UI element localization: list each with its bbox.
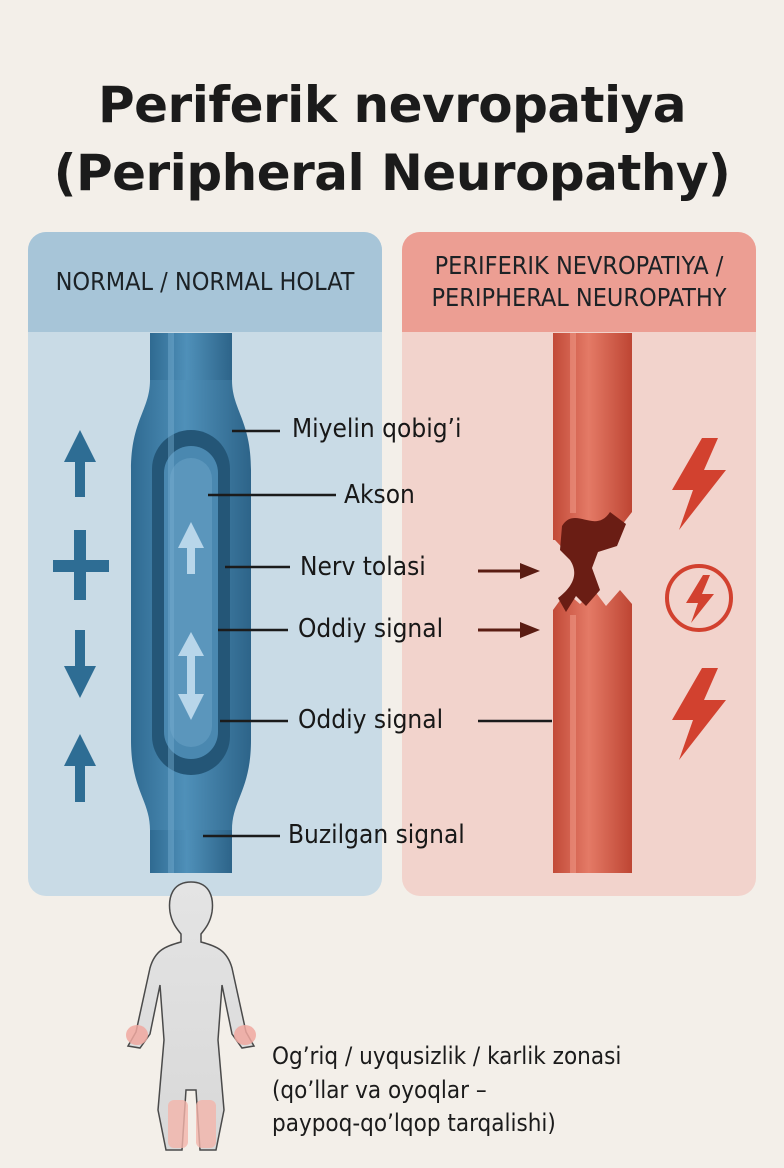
caption-line3: paypoq-qo’lqop tarqalishi) <box>272 1109 556 1138</box>
circled-lightning-icon <box>665 564 733 632</box>
label-normal-signal-2: Oddiy signal <box>298 705 444 735</box>
lightning-icon <box>672 438 726 530</box>
label-disrupted-signal: Buzilgan signal <box>288 820 465 850</box>
label-lines <box>203 429 552 838</box>
pointer-arrow-icon <box>478 563 540 579</box>
label-axon: Akson <box>344 480 415 510</box>
neuropathy-panel-header: PERIFERIK NEVROPATIYA / PERIPHERAL NEURO… <box>402 232 756 332</box>
neuropathy-header-line1: PERIFERIK NEVROPATIYA / <box>434 250 724 280</box>
neuropathy-header-line2: PERIPHERAL NEUROPATHY <box>431 283 727 312</box>
signal-arrow-updown-icon <box>178 632 204 720</box>
caption-line2: (qo’llar va oyoqlar – <box>272 1075 487 1104</box>
cross-arrows-icon <box>53 530 109 600</box>
label-myelin: Miyelin qobig’i <box>292 414 462 444</box>
label-nerve-fiber: Nerv tolasi <box>300 552 426 582</box>
caption-line1: Og’riq / uyqusizlik / karlik zonasi <box>272 1042 622 1070</box>
signal-arrow-up-icon <box>178 522 204 574</box>
human-body-icon <box>126 881 256 1151</box>
healthy-nerve <box>131 333 251 873</box>
arrow-up-icon <box>64 734 96 802</box>
damaged-nerve <box>553 333 632 873</box>
pointer-arrow-icon <box>478 622 540 638</box>
label-normal-signal-1: Oddiy signal <box>298 614 444 644</box>
lightning-icon <box>672 668 726 760</box>
normal-panel-header: NORMAL / NORMAL HOLAT <box>28 232 382 332</box>
page-title: Periferik nevropatiya <box>98 76 687 134</box>
arrow-up-icon <box>64 430 96 497</box>
symptom-caption: Og’riq / uyqusizlik / karlik zonasi (qo’… <box>272 1040 621 1141</box>
arrow-down-icon <box>64 630 96 698</box>
page-subtitle: (Peripheral Neuropathy) <box>53 144 731 202</box>
nerve-break <box>558 512 626 612</box>
